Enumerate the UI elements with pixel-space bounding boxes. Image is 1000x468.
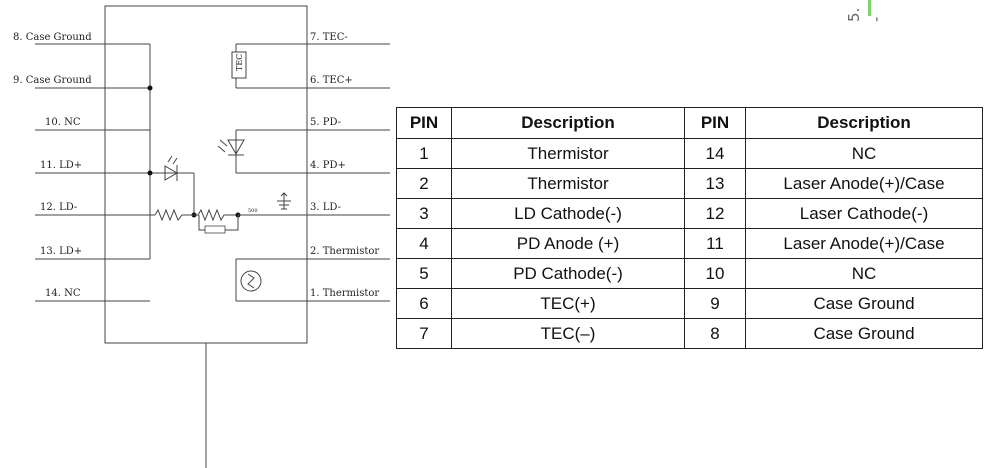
table-cell: 9 bbox=[684, 288, 746, 319]
table-cell: 2 bbox=[396, 168, 452, 199]
header-pin-2: PIN bbox=[684, 107, 746, 139]
table-cell: Case Ground bbox=[745, 318, 983, 349]
table-cell: 4 bbox=[396, 228, 452, 259]
table-cell: Case Ground bbox=[745, 288, 983, 319]
laser-diode-icon bbox=[164, 155, 178, 181]
pin-label-13: 13. LD+ bbox=[40, 246, 82, 257]
table-cell: 11 bbox=[684, 228, 746, 259]
table-row: 1 Thermistor 14 NC bbox=[396, 138, 983, 169]
table-cell: 12 bbox=[684, 198, 746, 229]
pin-label-14: 14. NC bbox=[45, 288, 81, 299]
resistor-zigzag-2 bbox=[194, 208, 238, 222]
pin-description-table: PIN Description PIN Description 1 Thermi… bbox=[396, 107, 983, 349]
table-cell: Thermistor bbox=[451, 168, 685, 199]
table-row: 3 LD Cathode(-) 12 Laser Cathode(-) bbox=[396, 198, 983, 229]
table-row: 5 PD Cathode(-) 10 NC bbox=[396, 258, 983, 289]
pin-label-6: 6. TEC+ bbox=[310, 75, 353, 86]
left-pin-lines bbox=[35, 43, 194, 302]
table-cell: Laser Cathode(-) bbox=[745, 198, 983, 229]
cropped-corner-bar bbox=[868, 0, 871, 16]
table-cell: 6 bbox=[396, 288, 452, 319]
pin-label-9: 9. Case Ground bbox=[13, 75, 92, 86]
header-description-2: Description bbox=[745, 107, 983, 139]
left-pin-labels: 8. Case Ground 9. Case Ground 10. NC 11.… bbox=[13, 32, 92, 299]
table-cell: NC bbox=[745, 138, 983, 169]
table-cell: Laser Anode(+)/Case bbox=[745, 228, 983, 259]
pin-label-11: 11. LD+ bbox=[40, 160, 82, 171]
pin-label-3: 3. LD- bbox=[310, 202, 341, 213]
right-pin-labels: 7. TEC- 6. TEC+ 5. PD- 4. PD+ 3. LD- 2. … bbox=[310, 32, 379, 299]
table-cell: TEC(+) bbox=[451, 288, 685, 319]
table-cell: 10 bbox=[684, 258, 746, 289]
header-pin: PIN bbox=[396, 107, 452, 139]
pin-label-8: 8. Case Ground bbox=[13, 32, 92, 43]
junction-dot bbox=[147, 85, 153, 91]
table-cell: 7 bbox=[396, 318, 452, 349]
table-cell: 13 bbox=[684, 168, 746, 199]
table-cell: PD Cathode(-) bbox=[451, 258, 685, 289]
ground-icon bbox=[277, 192, 291, 210]
table-cell: Laser Anode(+)/Case bbox=[745, 168, 983, 199]
pinout-schematic: TEC 500 8. Case Ground 9. Case bbox=[13, 5, 390, 468]
cropped-corner-text: 5. - bbox=[845, 7, 885, 22]
table-row: 6 TEC(+) 9 Case Ground bbox=[396, 288, 983, 319]
package-outline bbox=[104, 5, 308, 344]
pin-label-7: 7. TEC- bbox=[310, 32, 348, 43]
resistor-500 bbox=[204, 225, 226, 234]
pin-label-5: 5. PD- bbox=[310, 117, 341, 128]
junction-dot bbox=[147, 170, 153, 176]
table-row: 4 PD Anode (+) 11 Laser Anode(+)/Case bbox=[396, 228, 983, 259]
table-cell: NC bbox=[745, 258, 983, 289]
header-description: Description bbox=[451, 107, 685, 139]
thermistor-icon bbox=[240, 270, 262, 292]
table-cell: 14 bbox=[684, 138, 746, 169]
pin-label-4: 4. PD+ bbox=[310, 160, 346, 171]
tec-label: TEC bbox=[235, 54, 244, 71]
pin-label-10: 10. NC bbox=[45, 117, 81, 128]
resistor-zigzag-1 bbox=[154, 208, 194, 222]
resistor-value-label: 500 bbox=[248, 208, 258, 214]
photodiode-icon bbox=[217, 139, 245, 156]
table-cell: PD Anode (+) bbox=[451, 228, 685, 259]
table-header-row: PIN Description PIN Description bbox=[396, 107, 983, 139]
table-row: 2 Thermistor 13 Laser Anode(+)/Case bbox=[396, 168, 983, 199]
table-cell: TEC(–) bbox=[451, 318, 685, 349]
table-cell: Thermistor bbox=[451, 138, 685, 169]
pin-label-1: 1. Thermistor bbox=[310, 288, 379, 299]
pin-label-12: 12. LD- bbox=[40, 202, 77, 213]
tec-element bbox=[231, 51, 247, 79]
table-cell: 5 bbox=[396, 258, 452, 289]
pin-label-2: 2. Thermistor bbox=[310, 246, 379, 257]
table-row: 7 TEC(–) 8 Case Ground bbox=[396, 318, 983, 349]
table-cell: LD Cathode(-) bbox=[451, 198, 685, 229]
right-pin-lines bbox=[236, 43, 390, 302]
table-cell: 3 bbox=[396, 198, 452, 229]
table-cell: 8 bbox=[684, 318, 746, 349]
table-cell: 1 bbox=[396, 138, 452, 169]
